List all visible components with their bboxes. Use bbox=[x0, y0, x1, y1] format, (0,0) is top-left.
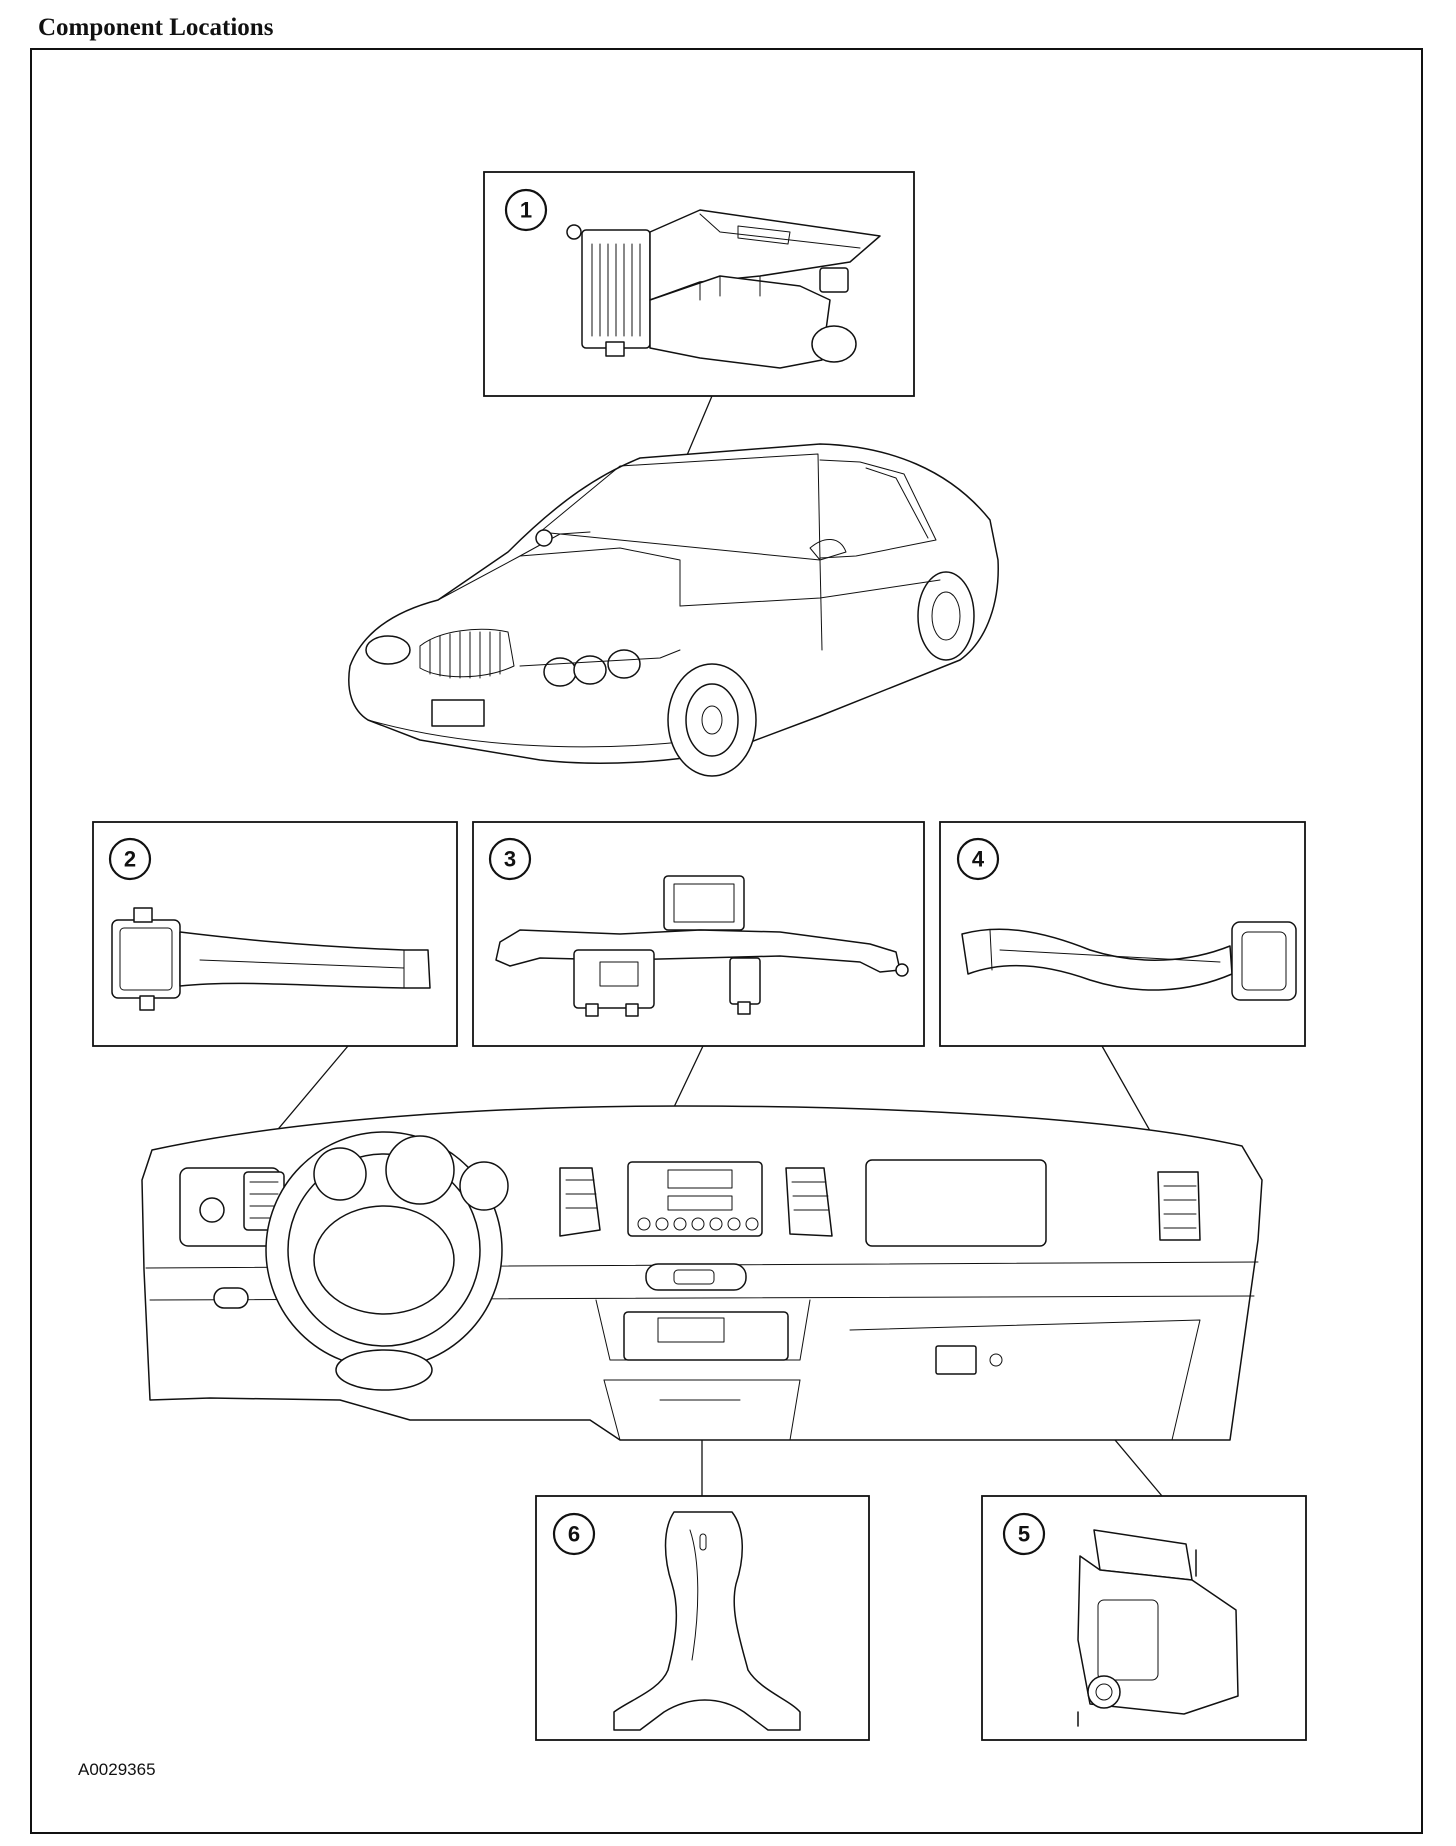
component-6-panel: 6 bbox=[535, 1495, 870, 1741]
center-duct-assembly-drawing bbox=[495, 875, 909, 1017]
climate-control-panel bbox=[623, 1311, 789, 1361]
callout-5 bbox=[1002, 1512, 1046, 1556]
right-duct-drawing bbox=[961, 921, 1297, 1001]
figure-id: A0029365 bbox=[78, 1760, 156, 1779]
callout-1-label: 1 bbox=[520, 198, 532, 223]
floor-duct-drawing bbox=[613, 1511, 801, 1731]
heater-housing-drawing bbox=[566, 209, 881, 369]
component-4-panel: 4 bbox=[939, 821, 1306, 1047]
callout-1 bbox=[504, 188, 548, 232]
callout-3-label: 3 bbox=[504, 847, 516, 872]
vehicle-illustration bbox=[348, 443, 999, 777]
left-duct-drawing bbox=[111, 907, 431, 1011]
component-2-panel: 2 bbox=[92, 821, 458, 1047]
callout-5-label: 5 bbox=[1018, 1522, 1030, 1547]
callout-6-label: 6 bbox=[568, 1522, 580, 1547]
callout-6 bbox=[552, 1512, 596, 1556]
license-plate bbox=[431, 699, 485, 727]
callout-2 bbox=[108, 837, 152, 881]
callout-2-label: 2 bbox=[124, 847, 136, 872]
diagram-frame bbox=[30, 48, 1423, 1834]
glovebox-upper-panel bbox=[865, 1159, 1047, 1247]
radio-unit bbox=[627, 1161, 763, 1237]
page-title: Component Locations bbox=[38, 14, 274, 41]
component-1-panel: 1 bbox=[483, 171, 915, 397]
component-3-panel: 3 bbox=[472, 821, 925, 1047]
callout-4-label: 4 bbox=[972, 847, 985, 872]
instrument-panel-illustration bbox=[141, 1105, 1263, 1441]
blower-assembly-drawing bbox=[1077, 1529, 1239, 1727]
component-5-panel: 5 bbox=[981, 1495, 1307, 1741]
callout-4 bbox=[956, 837, 1000, 881]
callout-3 bbox=[488, 837, 532, 881]
